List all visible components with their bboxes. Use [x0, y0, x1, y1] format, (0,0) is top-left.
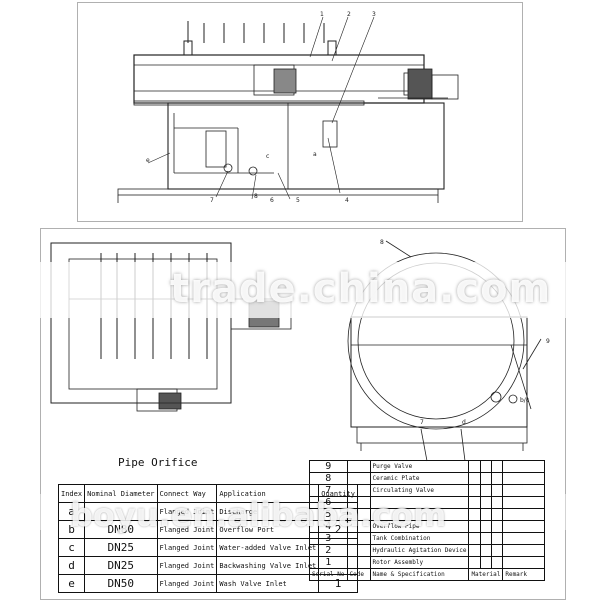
trade-watermark: trade.china.com — [170, 266, 552, 312]
part-no: 3 — [309, 532, 348, 545]
end-view — [347, 240, 542, 462]
application-cell: Backwashing Valve Inlet — [216, 556, 320, 575]
diameter-cell: DN25 — [84, 538, 158, 557]
watermark-band — [0, 262, 600, 318]
parts-table-footer: Serial No Code Name & Specification Mate… — [309, 568, 545, 581]
part-no: 9 — [309, 460, 348, 473]
tank — [167, 102, 445, 190]
footer-serial: Serial No — [309, 568, 348, 581]
table-row: 2 Hydraulic Agitation Device — [309, 544, 545, 557]
part-name: Hydraulic Agitation Device — [369, 544, 470, 557]
connect-cell: Flanged Joint — [156, 556, 218, 575]
table-row: 7 Circulating Valve — [309, 484, 545, 497]
top-elevation-frame — [77, 2, 523, 222]
side-elevation-drawing — [117, 16, 459, 203]
part-no: 2 — [309, 544, 348, 557]
part-name: Circulating Valve — [369, 484, 470, 497]
table-row: 6 — [309, 496, 545, 509]
diameter-cell: DN25 — [84, 556, 158, 575]
diameter-cell: DN50 — [84, 574, 158, 593]
table-row: 1 Rotor Assembly — [309, 556, 545, 569]
application-cell: Wash Valve Inlet — [216, 574, 320, 593]
pipe-orifice-title: Pipe Orifice — [118, 456, 198, 469]
footer-code: Code — [346, 568, 371, 581]
footer-remark: Remark — [502, 568, 545, 581]
parts-list-table: 9 Purge Valve 8 Ceramic Plate 7 Circulating… — [309, 460, 545, 581]
application-cell: Water-added Valve Inlet — [216, 538, 320, 557]
index-cell: d — [57, 556, 86, 575]
index-cell: e — [57, 574, 86, 593]
callout-leaders — [147, 16, 375, 200]
connect-cell: Flanged Joint — [156, 574, 218, 593]
table-row: e DN50 Flanged Joint Wash Valve Inlet 1 — [57, 574, 358, 593]
alibaba-watermark: boyu.en.alibaba.com — [70, 496, 447, 534]
left-piping — [173, 113, 274, 176]
connect-cell: Flanged Joint — [156, 538, 218, 557]
part-no: 7 — [309, 484, 348, 497]
index-cell: c — [57, 538, 86, 557]
part-no: 1 — [309, 556, 348, 569]
table-row: 5 — [309, 508, 545, 521]
table-row: 8 Ceramic Plate — [309, 472, 545, 485]
table-row: 3 Tank Combination — [309, 532, 545, 545]
agitator-shafts — [183, 21, 337, 56]
part-no: 8 — [309, 472, 348, 485]
part-name: Rotor Assembly — [369, 556, 470, 569]
part-name: Tank Combination — [369, 532, 470, 545]
part-name: Ceramic Plate — [369, 472, 470, 485]
part-name: Purge Valve — [369, 460, 470, 473]
footer-material: Material — [468, 568, 504, 581]
footer-name: Name & Specification — [369, 568, 470, 581]
table-row: 9 Purge Valve — [309, 460, 545, 473]
